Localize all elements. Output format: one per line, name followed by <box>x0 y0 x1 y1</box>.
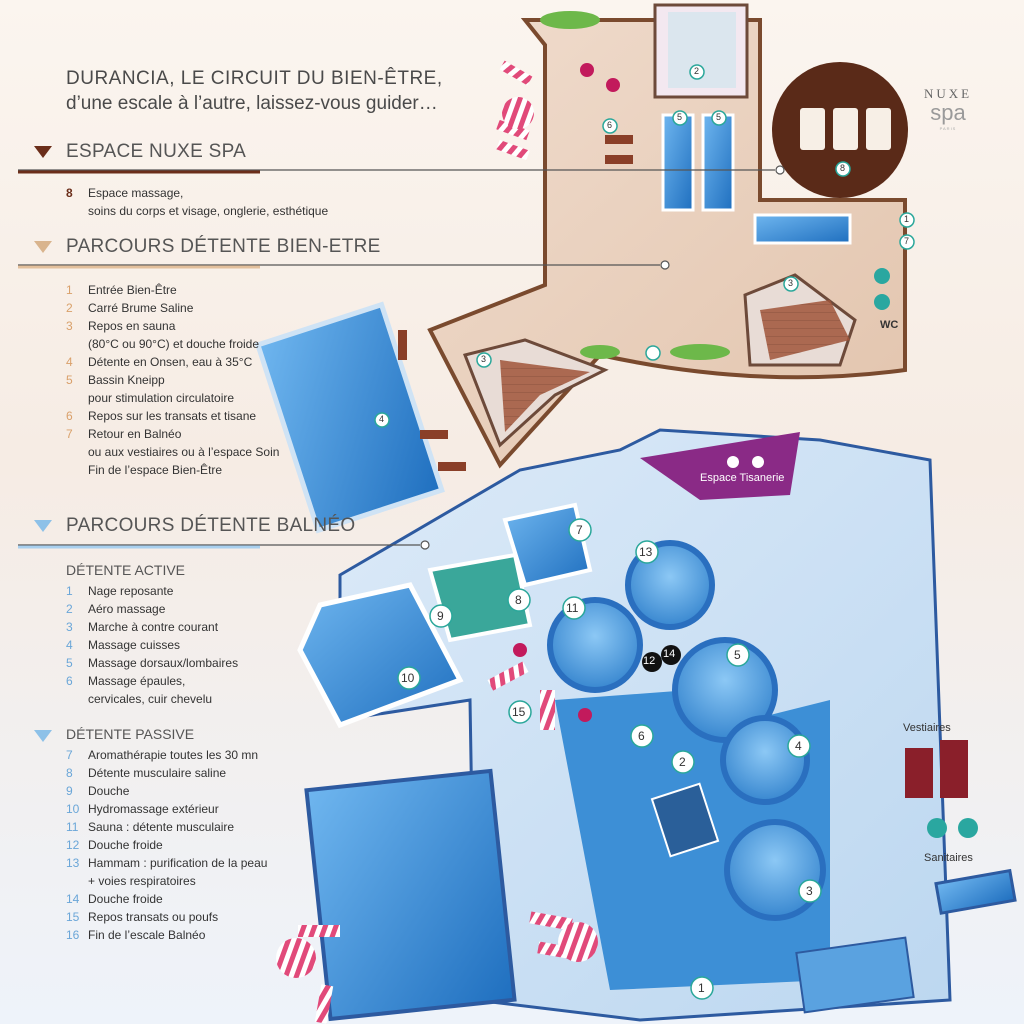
marker-b-2: 2 <box>679 755 686 769</box>
sanitaires-label: Sanitaires <box>924 852 973 864</box>
nuxe-spa-list: 8 Espace massage, soins du corps et visa… <box>66 184 328 220</box>
marker-b-11: 11 <box>566 601 579 615</box>
subsection-title-active: DÉTENTE ACTIVE <box>66 562 186 578</box>
marker-top-8: 8 <box>840 163 846 173</box>
marker-top-6: 6 <box>607 120 613 130</box>
map-markers <box>374 64 915 428</box>
marker-b-1: 1 <box>698 981 705 995</box>
marker-top-1: 1 <box>904 214 910 224</box>
subsection-title-passive: DÉTENTE PASSIVE <box>66 726 195 742</box>
marker-top-5b: 5 <box>716 112 722 122</box>
vestiaires-label: Vestiaires <box>903 722 951 734</box>
marker-b-13: 13 <box>639 545 653 559</box>
marker-b-6: 6 <box>638 729 645 743</box>
tisanerie-label: Espace Tisanerie <box>700 472 785 484</box>
bien-etre-area <box>254 3 908 534</box>
section-title-nuxe-spa: ESPACE NUXE SPA <box>66 141 247 162</box>
balneo-arrow-icon <box>34 520 52 532</box>
logo-brand-sub: PARIS <box>939 126 957 131</box>
logo-brand-bottom: spa <box>930 100 966 125</box>
nuxe-spa-logo: NUXE spa PARIS <box>915 86 981 131</box>
passive-arrow-icon <box>34 730 52 742</box>
section-lines <box>18 165 785 550</box>
page-subtitle: d’une escale à l’autre, laissez-vous gui… <box>66 93 438 114</box>
marker-top-3a: 3 <box>481 354 487 364</box>
section-title-bien-etre: PARCOURS DÉTENTE BIEN-ETRE <box>66 236 381 257</box>
section-title-balneo: PARCOURS DÉTENTE BALNÉO <box>66 515 356 536</box>
logo-brand-top: NUXE <box>923 86 973 101</box>
marker-b-9: 9 <box>437 609 444 623</box>
marker-b-5: 5 <box>734 648 741 662</box>
marker-top-2: 2 <box>694 66 700 76</box>
marker-b-4: 4 <box>795 739 802 753</box>
nuxe-spa-arrow-icon <box>34 146 52 158</box>
page-title: DURANCIA, LE CIRCUIT DU BIEN-ÊTRE, <box>66 68 443 89</box>
marker-b-10: 10 <box>401 671 415 685</box>
wc-label: WC <box>880 319 899 331</box>
marker-top-3b: 3 <box>788 278 794 288</box>
marker-b-15: 15 <box>512 705 526 719</box>
list-item: 8 Espace massage, soins du corps et visa… <box>66 186 329 218</box>
marker-top-4: 4 <box>379 414 385 424</box>
marker-top-7: 7 <box>904 236 910 246</box>
bien-etre-arrow-icon <box>34 241 52 253</box>
marker-b-8: 8 <box>515 593 522 607</box>
marker-top-5a: 5 <box>677 112 683 122</box>
marker-b-12: 12 <box>643 655 656 667</box>
marker-b-7: 7 <box>576 523 583 537</box>
marker-b-3: 3 <box>806 884 813 898</box>
marker-b-14: 14 <box>663 648 676 660</box>
